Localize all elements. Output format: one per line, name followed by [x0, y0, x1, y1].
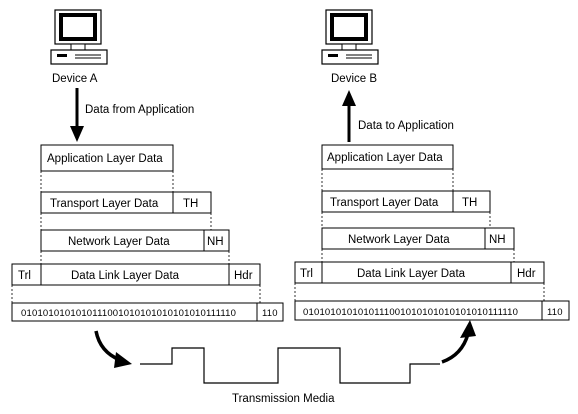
- computer-icon: [321, 9, 379, 65]
- device-b-label: Device B: [331, 73, 377, 85]
- datalink-header-label: Hdr: [517, 268, 536, 280]
- datalink-trailer-label: Trl: [18, 270, 31, 282]
- transport-layer-label: Transport Layer Data: [330, 197, 439, 209]
- device-a-label: Device A: [52, 73, 98, 85]
- bitstream-label: 0101010101010111001010101010101010111110: [303, 307, 518, 318]
- network-header-box: [203, 229, 230, 252]
- bitstream-tail-box: [541, 300, 570, 321]
- transport-layer-label: Transport Layer Data: [50, 198, 159, 210]
- datalink-header-label: Hdr: [234, 270, 253, 282]
- data-from-application-label: Data from Application: [85, 104, 194, 116]
- datalink-layer-label: Data Link Layer Data: [357, 268, 466, 280]
- square-wave-signal: [140, 347, 440, 384]
- transport-header-label: TH: [462, 197, 477, 209]
- transport-header-box: [452, 190, 491, 213]
- bitstream-label: 0101010101010111001010101010101010111110: [21, 308, 236, 319]
- network-layer-label: Network Layer Data: [348, 234, 450, 246]
- datalink-header-box: [228, 263, 261, 286]
- network-header-label: NH: [207, 236, 224, 248]
- datalink-trailer-label: Trl: [300, 268, 313, 280]
- network-layer-label: Network Layer Data: [68, 236, 170, 248]
- application-layer-label: Application Layer Data: [327, 152, 443, 164]
- application-layer-label: Application Layer Data: [47, 153, 163, 165]
- computer-icon: [50, 9, 108, 65]
- bitstream-tail-label: 110: [262, 308, 278, 319]
- network-header-box: [484, 227, 515, 250]
- data-to-application-label: Data to Application: [358, 120, 454, 132]
- bitstream-tail-box: [256, 302, 284, 322]
- network-header-label: NH: [489, 234, 506, 246]
- left-layer-stack: Application Layer Data Transport Layer D…: [11, 144, 284, 322]
- arrow-up-icon: [342, 90, 356, 142]
- datalink-header-box: [510, 261, 545, 284]
- datalink-layer-label: Data Link Layer Data: [71, 270, 180, 282]
- application-layer-box: [40, 144, 174, 172]
- transport-header-box: [172, 191, 212, 214]
- curved-arrow-icon: [441, 320, 476, 364]
- transport-header-label: TH: [183, 198, 198, 210]
- application-layer-box: [321, 144, 454, 170]
- transmission-media-label: Transmission Media: [232, 393, 335, 405]
- arrow-down-icon: [70, 88, 84, 142]
- bitstream-tail-label: 110: [547, 307, 563, 318]
- right-layer-stack: Application Layer Data Transport Layer D…: [294, 144, 570, 321]
- curved-arrow-icon: [94, 330, 132, 368]
